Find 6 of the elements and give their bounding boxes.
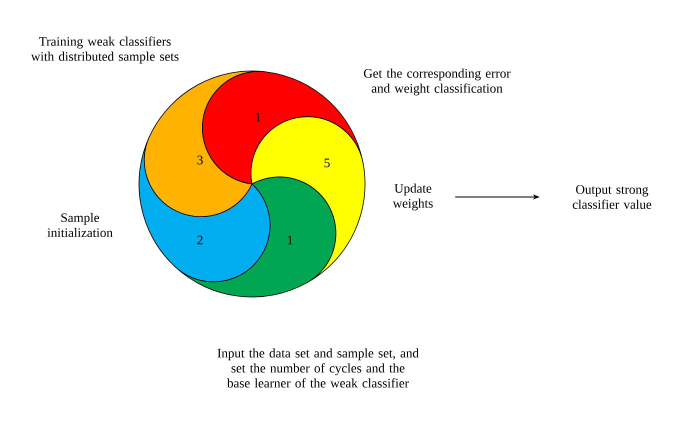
step-text: Update weights xyxy=(392,184,433,210)
segment-caption: Training weak classifiers with distributed sample sets xyxy=(31,36,179,64)
step-text: Output strong classifier value xyxy=(572,185,652,209)
segment-caption: Get the corresponding error and weight classification xyxy=(364,68,511,96)
segment-caption: Input the data set and sample set, and set the number of cycles and the base learner of the weak classifier xyxy=(218,348,419,388)
segment-caption: Sample initialization xyxy=(47,212,113,238)
